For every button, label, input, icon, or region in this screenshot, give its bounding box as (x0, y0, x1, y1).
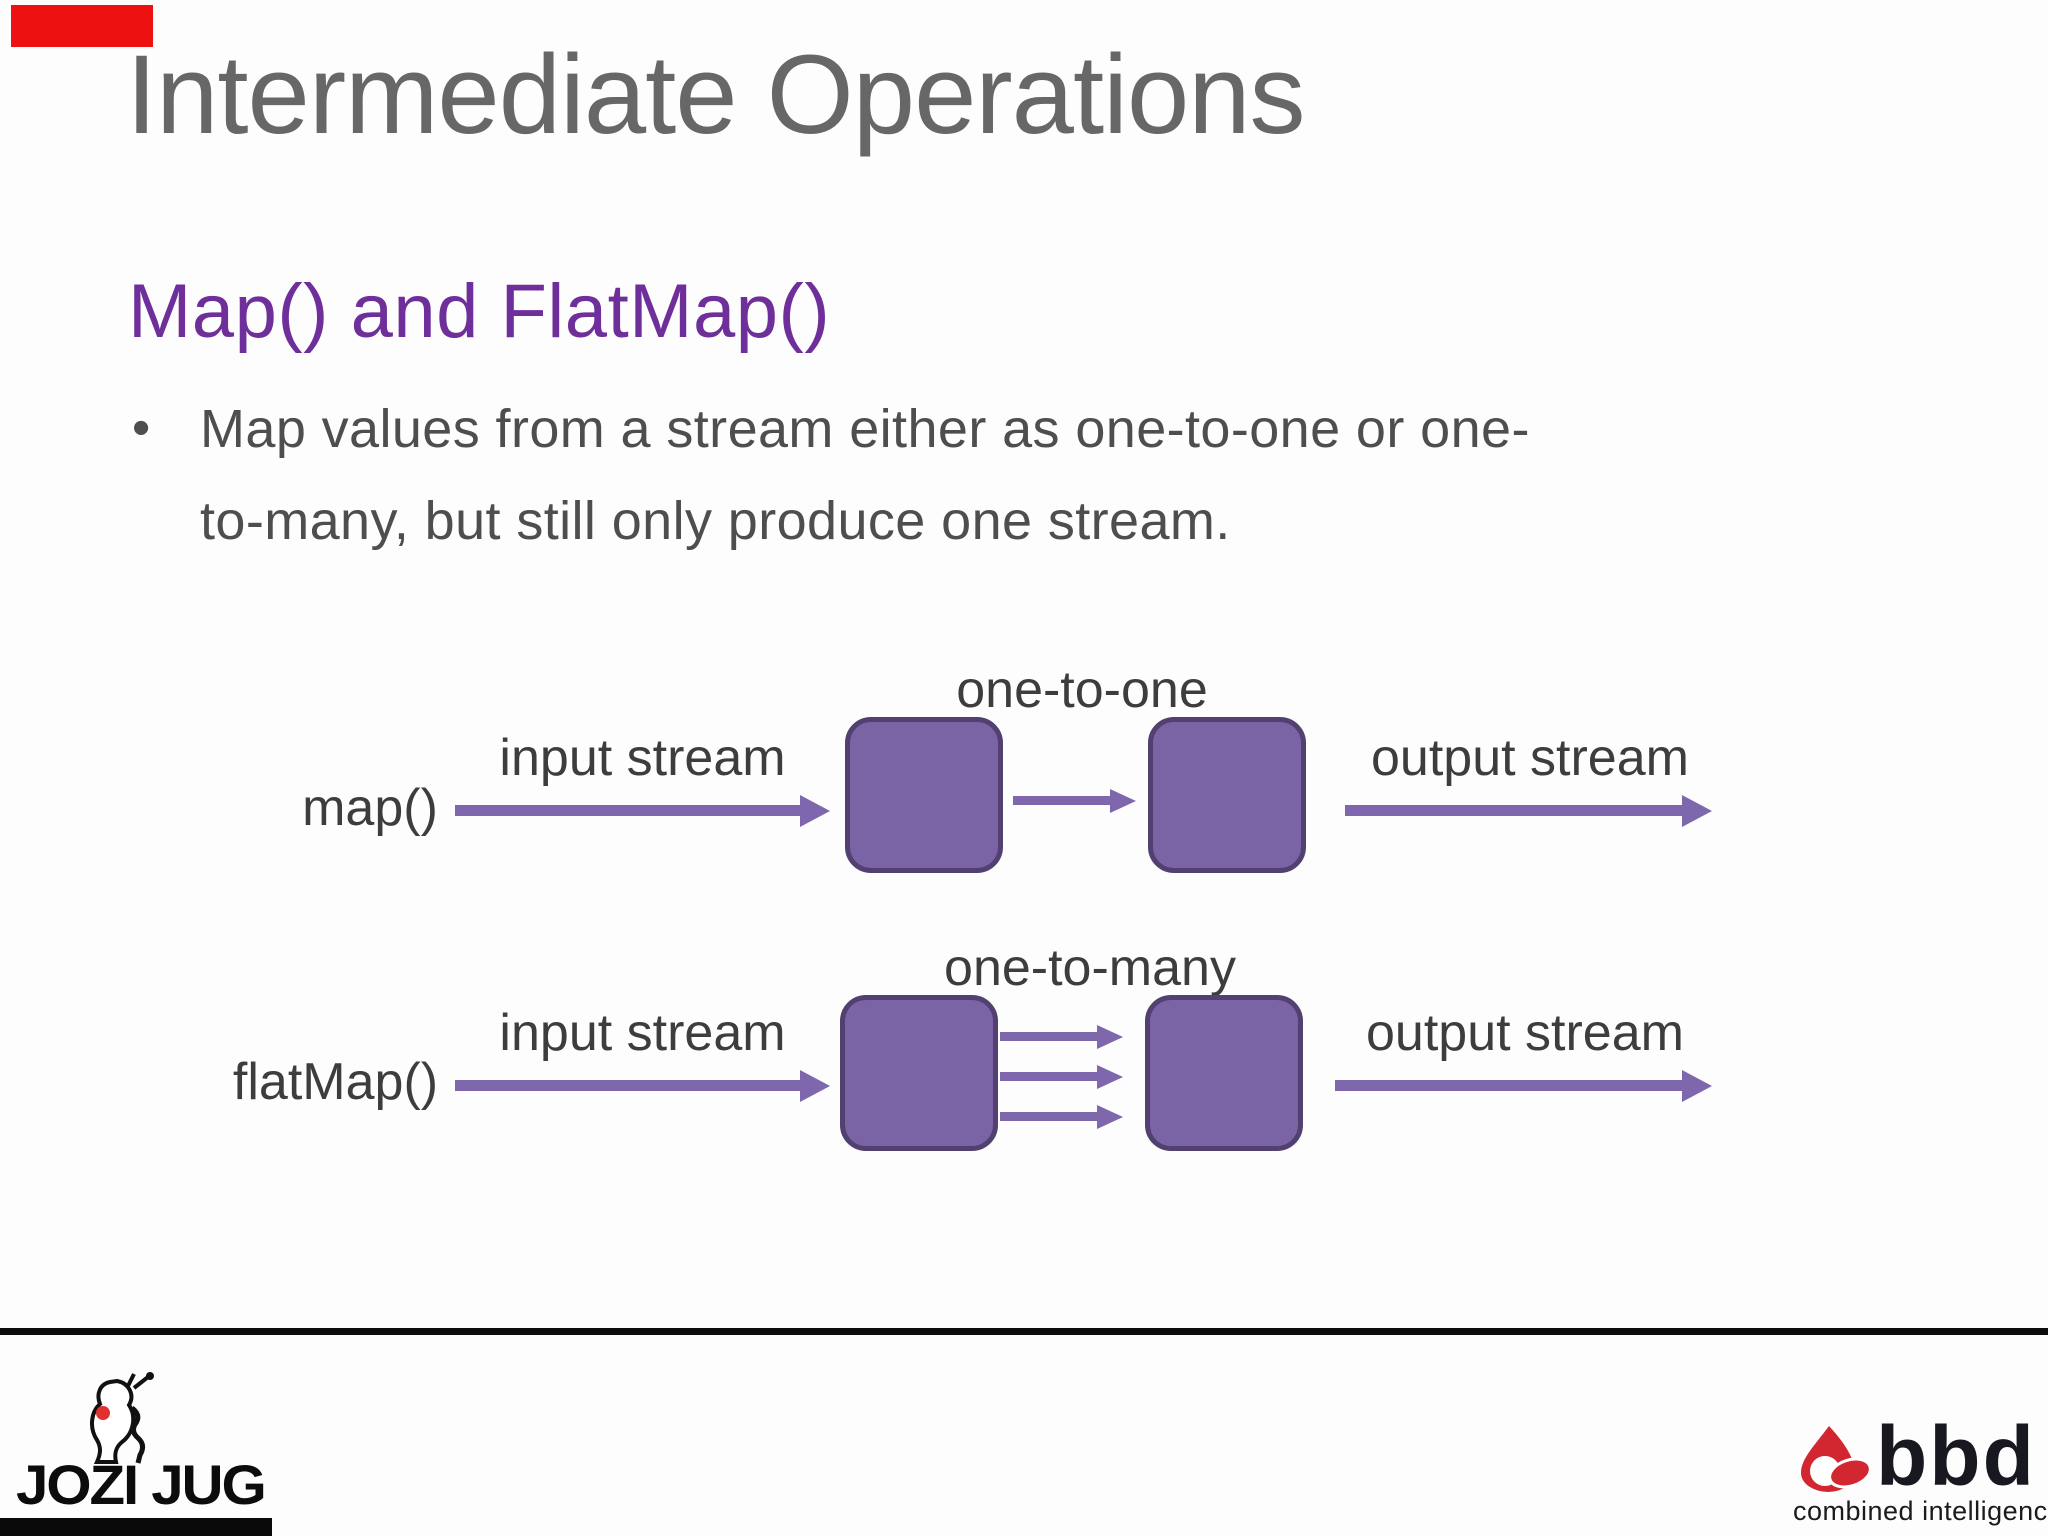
input-stream-arrow (455, 1080, 800, 1091)
bbd-wordmark: bbd (1876, 1409, 2036, 1503)
output-stream-label: output stream (1371, 729, 1689, 787)
one-to-one-arrow (1013, 796, 1110, 805)
footer-divider-line (0, 1328, 2048, 1335)
output-stream-arrow (1335, 1080, 1682, 1091)
bullet-text-line2: to-many, but still only produce one stre… (200, 491, 1231, 551)
bottom-left-black-marker (0, 1518, 272, 1536)
input-stream-label: input stream (499, 729, 786, 787)
stream-element-box (845, 717, 1003, 873)
one-to-many-arrow (1000, 1112, 1097, 1121)
bbd-flame-icon (1801, 1426, 1872, 1492)
flatmap-operation-label: flatMap() (232, 1053, 439, 1111)
input-stream-label: input stream (499, 1004, 786, 1062)
stream-element-box (840, 995, 998, 1151)
output-stream-arrow (1345, 805, 1682, 816)
page-title: Intermediate Operations (126, 32, 1306, 157)
section-heading: Map() and FlatMap() (128, 269, 831, 354)
top-left-red-marker (11, 5, 153, 47)
bullet-text-line1: Map values from a stream either as one-t… (200, 399, 1530, 459)
bbd-tagline: combined intelligence (1793, 1496, 2048, 1526)
map-operation-label: map() (302, 779, 438, 837)
one-to-many-arrow (1000, 1032, 1097, 1041)
bullet-marker: • (132, 399, 151, 457)
input-stream-arrow (455, 805, 800, 816)
relation-label-one-to-one: one-to-one (956, 661, 1208, 719)
stream-element-box (1145, 995, 1303, 1151)
jozijug-mascot-icon (90, 1372, 154, 1464)
one-to-many-arrow (1000, 1072, 1097, 1081)
stream-element-box (1148, 717, 1306, 873)
relation-label-one-to-many: one-to-many (944, 939, 1236, 997)
output-stream-label: output stream (1366, 1004, 1684, 1062)
jozijug-wordmark: JOZI JUG (16, 1453, 267, 1516)
